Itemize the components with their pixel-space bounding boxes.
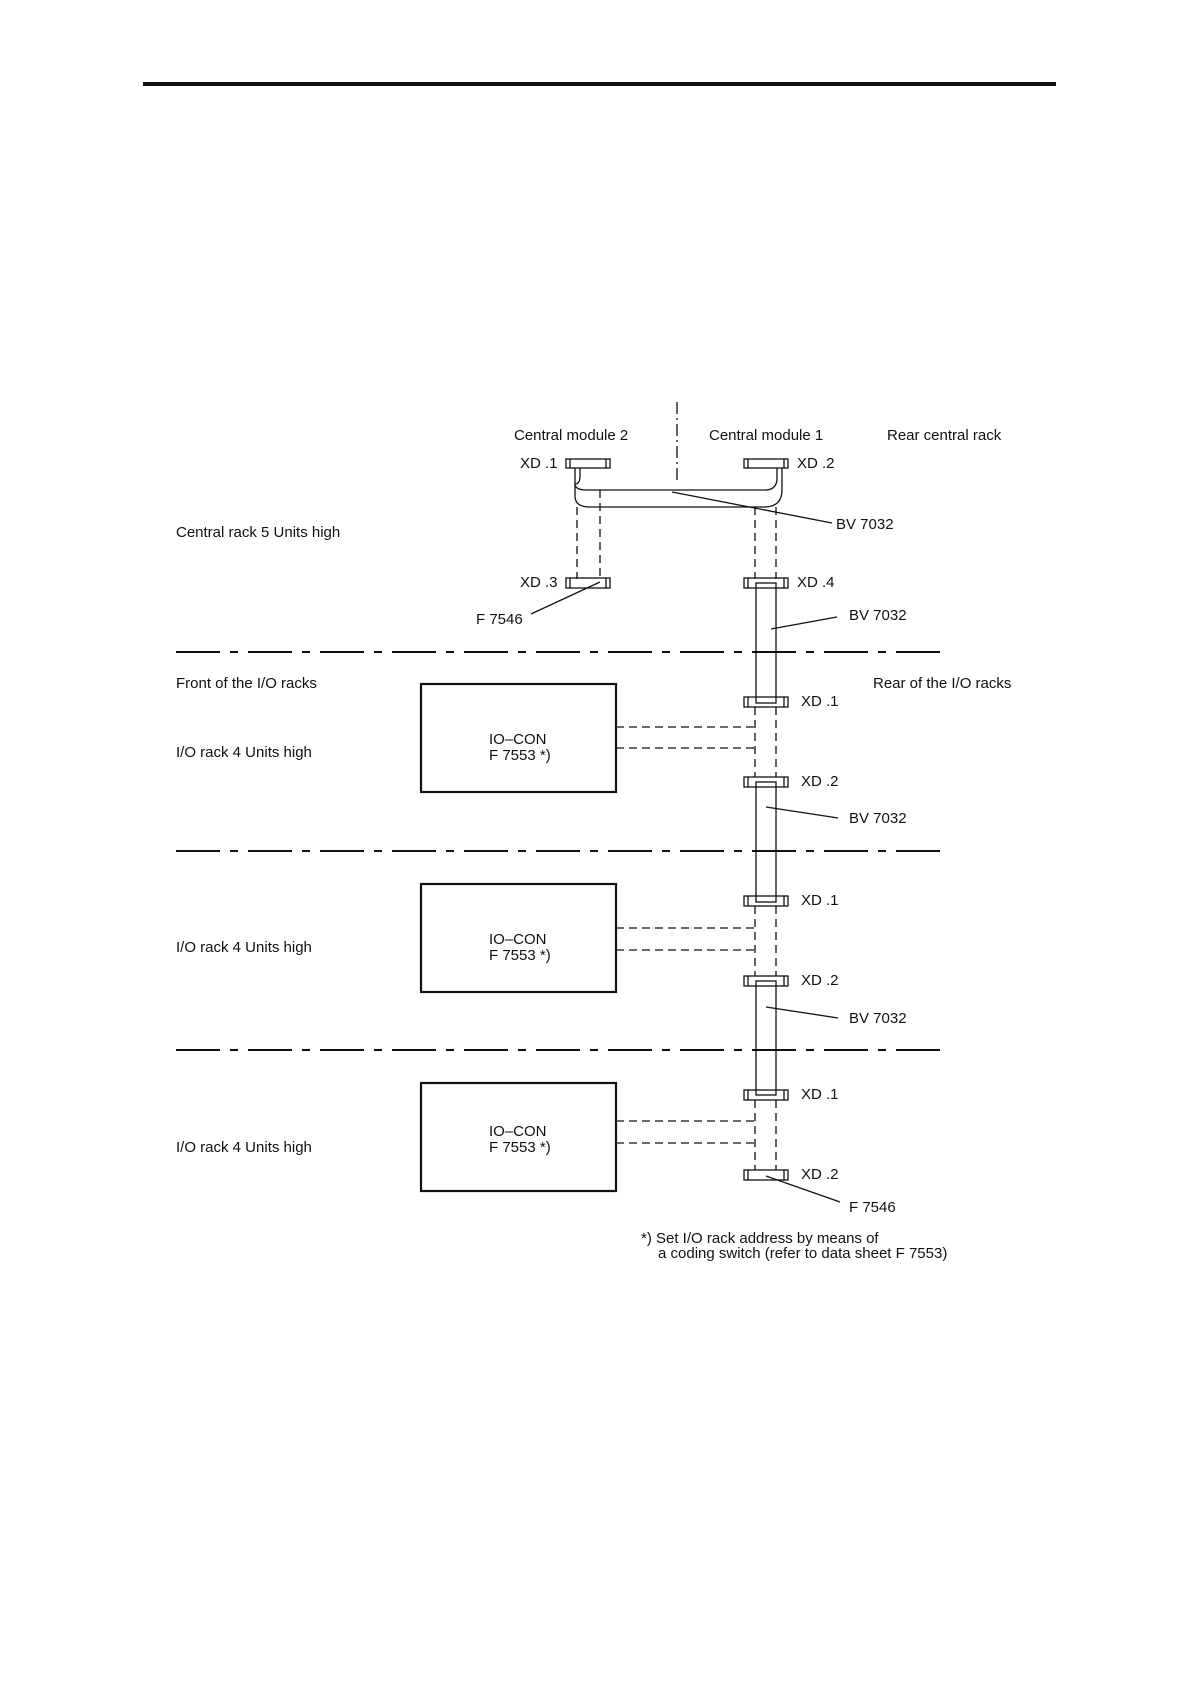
connector-rack2-xd1 (743, 895, 789, 907)
io-con-3-line1: IO–CON (489, 1123, 547, 1140)
label-bv7032-top: BV 7032 (836, 516, 894, 533)
label-rack2-xd1: XD .1 (801, 892, 839, 909)
heading-central-module-2: Central module 2 (514, 427, 628, 444)
label-xd3: XD .3 (520, 574, 558, 591)
connector-rack3-xd1 (743, 1089, 789, 1101)
io-con-module-1 (419, 682, 618, 794)
label-io-rack-1: I/O rack 4 Units high (176, 744, 312, 761)
leader-bv-1 (770, 616, 838, 630)
heading-rear-central-rack: Rear central rack (887, 427, 1002, 444)
label-bv7032-3: BV 7032 (849, 1010, 907, 1027)
io-con-1-line2: F 7553 *) (489, 747, 551, 764)
io-con-1-line1: IO–CON (489, 731, 547, 748)
connector-xd3 (565, 577, 611, 589)
label-rack3-xd2: XD .2 (801, 1166, 839, 1183)
heading-central-module-1: Central module 1 (709, 427, 823, 444)
label-f7546-bottom: F 7546 (849, 1199, 896, 1216)
connector-cm2-xd1 (565, 458, 611, 469)
connector-rack2-xd2 (743, 975, 789, 987)
leader-bv-3 (765, 1006, 839, 1019)
cable-bv7032-top (574, 468, 778, 491)
label-io-rack-2: I/O rack 4 Units high (176, 939, 312, 956)
io-con-2-line1: IO–CON (489, 931, 547, 948)
header-rule (143, 82, 1056, 86)
label-front-io-racks: Front of the I/O racks (176, 675, 317, 692)
label-bv7032-2: BV 7032 (849, 810, 907, 827)
io-con-2-line2: F 7553 *) (489, 947, 551, 964)
label-bv7032-1: BV 7032 (849, 607, 907, 624)
connector-rack1-xd1 (743, 696, 789, 708)
leader-f7546-bottom (765, 1175, 841, 1203)
io-con-3-line2: F 7553 *) (489, 1139, 551, 1156)
label-rack2-xd2: XD .2 (801, 972, 839, 989)
footnote-line2: a coding switch (refer to data sheet F 7… (658, 1245, 947, 1262)
leader-f7546-top (530, 581, 601, 615)
cable-bv7032-1 (755, 582, 777, 704)
cable-bv7032-3 (755, 980, 777, 1096)
footnote-line1: *) Set I/O rack address by means of (641, 1230, 879, 1247)
label-rear-io-racks: Rear of the I/O racks (873, 675, 1011, 692)
label-io-rack-3: I/O rack 4 Units high (176, 1139, 312, 1156)
io-con-module-3 (419, 1081, 618, 1193)
connector-rack1-xd2 (743, 776, 789, 788)
label-rack1-xd1: XD .1 (801, 693, 839, 710)
leader-bv-2 (765, 806, 839, 819)
cable-bv7032-2 (755, 781, 777, 903)
label-central-rack: Central rack 5 Units high (176, 524, 340, 541)
leader-bv-top (671, 491, 833, 524)
connector-xd4 (743, 577, 789, 589)
io-con-module-2 (419, 882, 618, 994)
label-cm2-xd1: XD .1 (520, 455, 558, 472)
label-xd4: XD .4 (797, 574, 835, 591)
label-rack1-xd2: XD .2 (801, 773, 839, 790)
connector-rack3-xd2 (743, 1169, 789, 1181)
connector-cm1-xd2 (743, 458, 789, 469)
label-cm1-xd2: XD .2 (797, 455, 835, 472)
label-rack3-xd1: XD .1 (801, 1086, 839, 1103)
label-f7546-top: F 7546 (476, 611, 523, 628)
